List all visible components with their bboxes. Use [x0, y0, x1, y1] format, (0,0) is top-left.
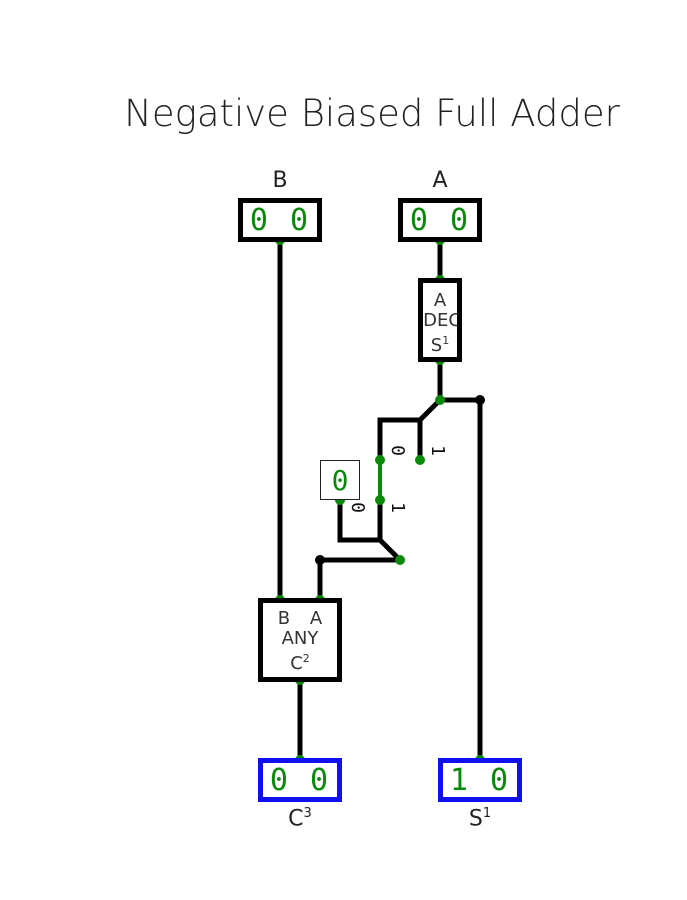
any-gate-output-label: C2	[290, 652, 310, 674]
wire-mux-bottom	[337, 497, 404, 564]
dec-gate-input-label: A	[433, 290, 447, 311]
junction-dot	[315, 555, 325, 565]
pin	[435, 395, 445, 405]
dec-gate: A DEC S1	[418, 278, 462, 362]
constant-zero[interactable]: 0	[320, 460, 360, 500]
any-gate-name: ANY	[281, 628, 319, 649]
output-s-label: S1	[468, 806, 492, 832]
wire-to-any-a	[317, 557, 403, 603]
any-gate: B A ANY C2	[258, 598, 342, 682]
junction-dot	[475, 395, 485, 405]
output-s: 1 0	[438, 758, 522, 802]
mux-bottom-sel0-label: 0	[346, 502, 368, 513]
pin	[395, 555, 405, 565]
input-b-label: B	[272, 168, 288, 193]
dec-gate-name: DEC	[423, 310, 461, 331]
pin	[375, 455, 385, 465]
pin	[415, 455, 425, 465]
mux-top-sel1-label: 1	[426, 445, 448, 456]
input-a[interactable]: 0 0	[398, 198, 482, 242]
any-gate-pins: B A	[277, 608, 323, 629]
mux-top-sel0-label: 0	[386, 445, 408, 456]
output-c-label: C3	[288, 806, 312, 832]
mux-bottom-sel1-label: 1	[386, 502, 408, 513]
input-b[interactable]: 0 0	[238, 198, 322, 242]
diagram-title: Negative Biased Full Adder	[124, 92, 620, 135]
output-c: 0 0	[258, 758, 342, 802]
pin	[375, 495, 385, 505]
dec-gate-output-label: S1	[430, 334, 450, 356]
input-a-label: A	[432, 168, 448, 193]
wire-mux-top	[377, 396, 444, 463]
